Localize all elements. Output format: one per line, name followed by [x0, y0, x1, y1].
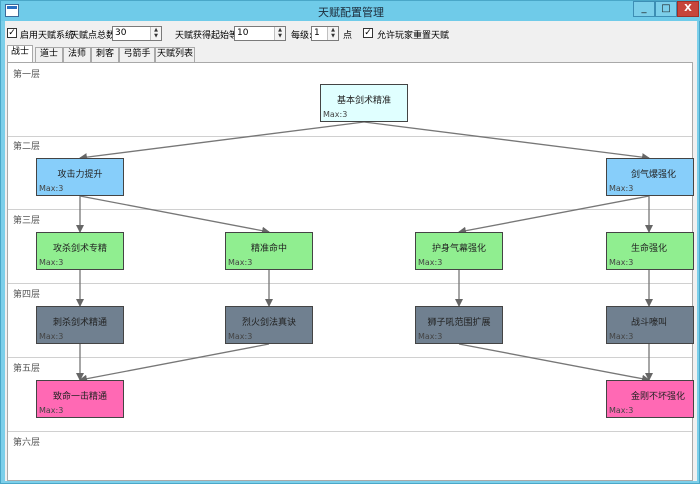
- talent-name: 攻杀剑术专精: [52, 244, 107, 254]
- layer-divider: [8, 357, 692, 358]
- talent-max: Max:3: [39, 406, 64, 415]
- talent-node[interactable]: 攻击力提升 Max:3: [36, 158, 124, 196]
- spinner-arrows-icon[interactable]: ▲▼: [150, 27, 161, 40]
- talent-node[interactable]: 狮子吼范围扩展 Max:3: [415, 306, 503, 344]
- start-level-spinner[interactable]: 10 ▲▼: [234, 26, 286, 41]
- talent-max: Max:3: [609, 332, 634, 341]
- talent-max: Max:3: [228, 258, 253, 267]
- title-bar[interactable]: 天赋配置管理 _ □ X: [1, 1, 700, 21]
- spinner-arrows-icon[interactable]: ▲▼: [274, 27, 285, 40]
- per-level-unit: 点: [343, 31, 353, 41]
- tab-warrior[interactable]: 战士: [7, 45, 33, 62]
- layer-divider: [8, 209, 692, 210]
- layer-divider: [8, 431, 692, 432]
- layer-label-2: 第二层: [13, 142, 41, 152]
- minimize-button[interactable]: _: [633, 1, 655, 17]
- talent-max: Max:3: [228, 332, 253, 341]
- tab-archer[interactable]: 弓箭手: [119, 47, 155, 62]
- talent-node[interactable]: 护身气幕强化 Max:3: [415, 232, 503, 270]
- talent-name: 致命一击精通: [52, 392, 107, 402]
- talent-node[interactable]: 致命一击精通 Max:3: [36, 380, 124, 418]
- talent-name: 生命强化: [631, 244, 668, 254]
- client-area: ✓ 启用天赋系统 天赋点总数: 30 ▲▼ 天赋获得起始等级: 10 ▲▼ 每级…: [5, 21, 697, 481]
- talent-max: Max:3: [39, 258, 64, 267]
- talent-max: Max:3: [39, 332, 64, 341]
- total-points-spinner[interactable]: 30 ▲▼: [112, 26, 162, 41]
- start-level-label: 天赋获得起始等级:: [175, 31, 251, 41]
- layer-divider: [8, 136, 692, 137]
- talent-node[interactable]: 烈火剑法真诀 Max:3: [225, 306, 313, 344]
- talent-name: 精准命中: [250, 244, 287, 254]
- talent-name: 护身气幕强化: [431, 244, 486, 254]
- talent-max: Max:3: [609, 258, 634, 267]
- window-title: 天赋配置管理: [318, 6, 384, 19]
- talent-node[interactable]: 剑气爆强化 Max:3: [606, 158, 694, 196]
- per-level-label: 每级:: [291, 31, 313, 41]
- talent-max: Max:3: [609, 406, 634, 415]
- talent-node[interactable]: 刺杀剑术精通 Max:3: [36, 306, 124, 344]
- talent-max: Max:3: [609, 184, 634, 193]
- total-points-value: 30: [115, 28, 127, 38]
- settings-toolbar: ✓ 启用天赋系统 天赋点总数: 30 ▲▼ 天赋获得起始等级: 10 ▲▼ 每级…: [5, 21, 697, 47]
- layer-label-3: 第三层: [13, 216, 41, 226]
- talent-node[interactable]: 战斗嚎叫 Max:3: [606, 306, 694, 344]
- layer-label-5: 第五层: [13, 364, 41, 374]
- talent-max: Max:3: [418, 258, 443, 267]
- talent-node[interactable]: 生命强化 Max:3: [606, 232, 694, 270]
- close-button[interactable]: X: [677, 1, 699, 17]
- talent-node[interactable]: 基本剑术精准 Max:3: [320, 84, 408, 122]
- talent-name: 狮子吼范围扩展: [427, 318, 491, 328]
- talent-max: Max:3: [418, 332, 443, 341]
- tab-talent-list[interactable]: 天赋列表: [155, 47, 195, 62]
- layer-label-6: 第六层: [13, 438, 41, 448]
- talent-node[interactable]: 攻杀剑术专精 Max:3: [36, 232, 124, 270]
- talent-name: 攻击力提升: [57, 170, 103, 180]
- maximize-button[interactable]: □: [655, 1, 677, 17]
- tab-taoist[interactable]: 道士: [35, 47, 63, 62]
- layer-divider: [8, 283, 692, 284]
- allow-reset-checkbox[interactable]: ✓: [363, 28, 373, 38]
- spinner-arrows-icon[interactable]: ▲▼: [327, 27, 338, 40]
- talent-name: 金刚不坏强化: [631, 392, 686, 402]
- tab-mage[interactable]: 法师: [63, 47, 91, 62]
- talent-name: 刺杀剑术精通: [52, 318, 107, 328]
- allow-reset-label: 允许玩家重置天赋: [377, 31, 450, 41]
- talent-node[interactable]: 金刚不坏强化 Max:3: [606, 380, 694, 418]
- app-icon: [5, 4, 19, 17]
- start-level-value: 10: [237, 28, 249, 38]
- talent-name: 烈火剑法真诀: [241, 318, 296, 328]
- enable-talent-label: 启用天赋系统: [20, 31, 75, 41]
- layer-label-4: 第四层: [13, 290, 41, 300]
- per-level-value: 1: [314, 28, 320, 38]
- talent-tree-panel: 第一层 第二层 第三层 第四层 第五层 第六层: [7, 62, 694, 481]
- tab-assassin[interactable]: 刺客: [91, 47, 119, 62]
- talent-max: Max:3: [39, 184, 64, 193]
- talent-node[interactable]: 精准命中 Max:3: [225, 232, 313, 270]
- talent-name: 战斗嚎叫: [631, 318, 668, 328]
- layer-label-1: 第一层: [13, 70, 41, 80]
- talent-name: 基本剑术精准: [336, 96, 391, 106]
- talent-name: 剑气爆强化: [631, 170, 677, 180]
- total-points-label: 天赋点总数:: [70, 31, 119, 41]
- per-level-spinner[interactable]: 1 ▲▼: [311, 26, 339, 41]
- enable-talent-checkbox[interactable]: ✓: [7, 28, 17, 38]
- talent-tree-canvas[interactable]: 第一层 第二层 第三层 第四层 第五层 第六层: [8, 63, 694, 480]
- talent-max: Max:3: [323, 110, 348, 119]
